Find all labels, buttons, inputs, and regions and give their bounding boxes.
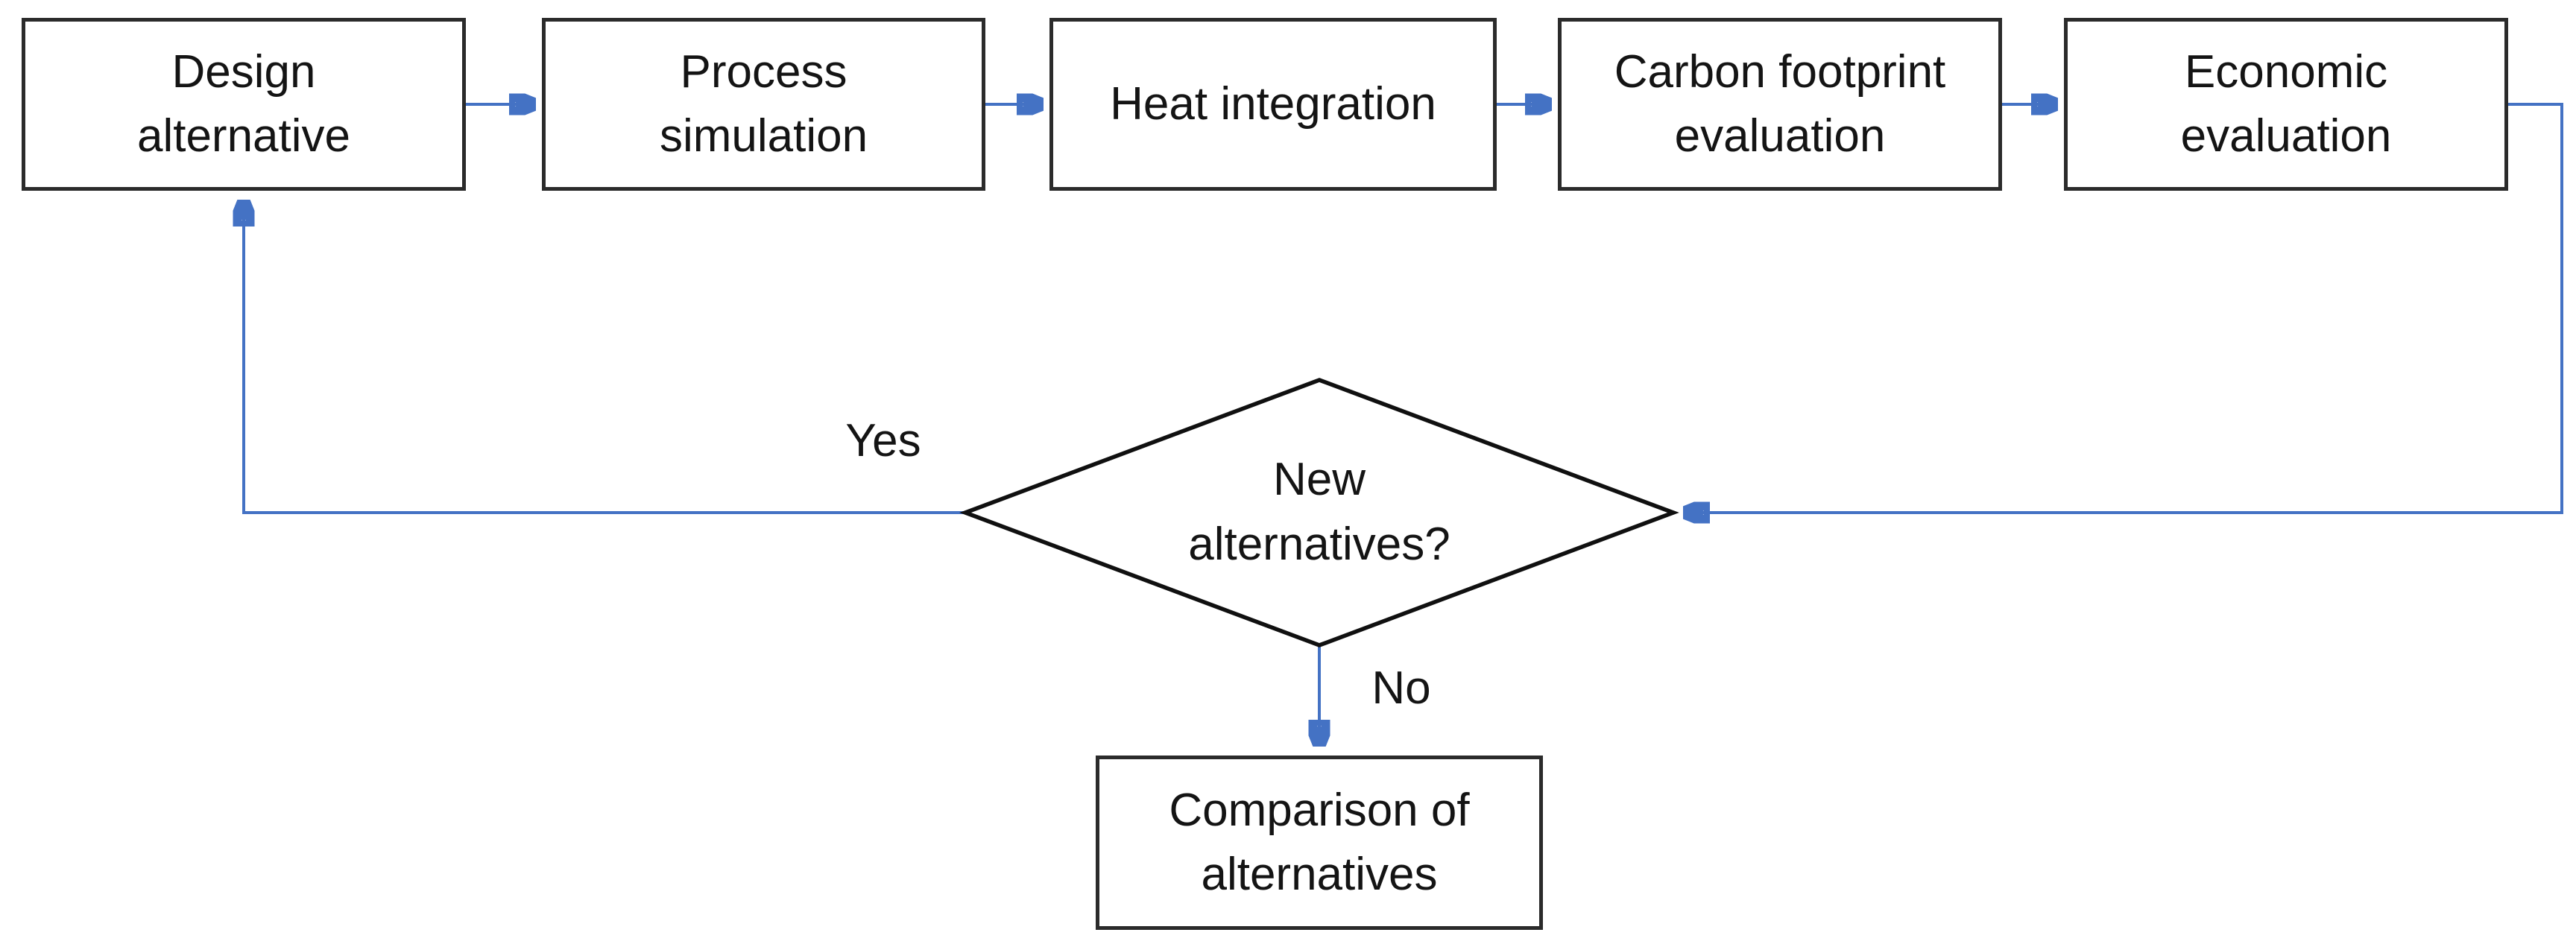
edge-label-yes: Yes: [845, 415, 921, 466]
edge-decision-yes-to-design: [244, 203, 969, 514]
node-process-simulation: Process simulation: [542, 18, 985, 191]
node-label: Carbon footprint evaluation: [1614, 46, 1946, 162]
node-carbon-footprint-evaluation: Carbon footprint evaluation: [1558, 18, 2002, 191]
node-label: Design alternative: [136, 46, 351, 162]
node-economic-evaluation: Economic evaluation: [2064, 18, 2508, 191]
node-label: Comparison of alternatives: [1169, 785, 1470, 900]
decision-diamond-shape: [959, 378, 1679, 647]
edge-economic-to-decision: [1686, 103, 2563, 513]
node-label: Process simulation: [659, 46, 868, 162]
node-label: Economic evaluation: [2180, 46, 2392, 162]
node-design-alternative: Design alternative: [22, 18, 466, 191]
node-comparison-of-alternatives: Comparison of alternatives: [1096, 756, 1543, 930]
node-heat-integration: Heat integration: [1049, 18, 1497, 191]
node-label: Heat integration: [1110, 78, 1436, 130]
node-new-alternatives: New alternatives?: [1133, 432, 1506, 593]
edge-label-no: No: [1371, 662, 1431, 714]
node-label: New alternatives?: [1188, 454, 1450, 570]
